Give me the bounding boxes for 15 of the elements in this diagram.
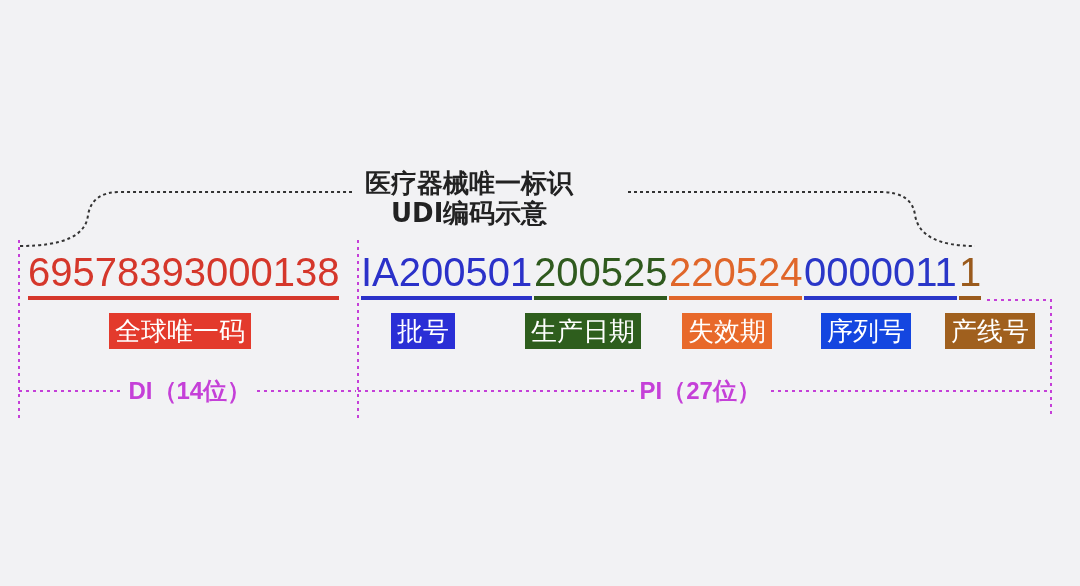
code-digits: 69578393000138 bbox=[28, 250, 340, 300]
code-digits: 1 bbox=[959, 250, 982, 300]
code-digits: 0000011 bbox=[804, 250, 957, 300]
bracket-region bbox=[357, 240, 1052, 418]
diagram-title: 医疗器械唯一标识UDI编码示意 bbox=[364, 168, 575, 228]
code-digits: 200525 bbox=[534, 250, 668, 300]
field-tag: 序列号 bbox=[821, 313, 911, 349]
field-tag: 失效期 bbox=[682, 313, 772, 349]
bracket-region bbox=[18, 240, 357, 418]
field-tag: 生产日期 bbox=[525, 313, 641, 349]
code-digits: IA200501 bbox=[361, 250, 533, 300]
field-tag: 批号 bbox=[391, 313, 455, 349]
field-tag: 全球唯一码 bbox=[109, 313, 251, 349]
field-tag: 产线号 bbox=[945, 313, 1035, 349]
code-digits: 220524 bbox=[669, 250, 803, 300]
